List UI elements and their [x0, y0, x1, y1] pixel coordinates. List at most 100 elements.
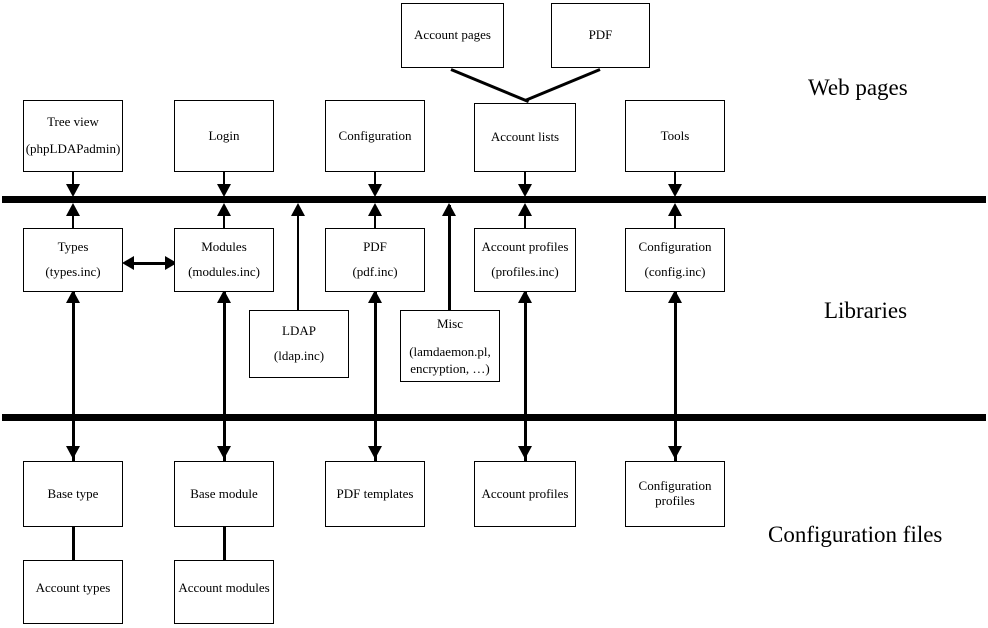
line-account-profiles-lib-up: [524, 205, 526, 229]
node-modules[interactable]: Modules (modules.inc): [174, 228, 274, 292]
line-config-to-configuration-profiles: [674, 292, 677, 470]
node-account-pages-label: Account pages: [414, 27, 491, 43]
node-pdf-top-label: PDF: [588, 27, 613, 43]
node-pdf-templates-label: PDF templates: [336, 485, 414, 501]
node-misc-sublabel-1: (lamdaemon.pl,: [409, 344, 491, 360]
connector-base-module-account-modules: [223, 527, 226, 560]
line-login-down: [223, 172, 225, 194]
node-ldap-sublabel: (ldap.inc): [273, 348, 325, 364]
bus-libraries-to-configuration: [2, 414, 986, 421]
line-configuration-lib-up: [674, 205, 676, 229]
node-misc-label: Misc: [437, 316, 463, 331]
node-account-pages[interactable]: Account pages: [401, 3, 504, 68]
arrowhead-tools-down: [668, 184, 682, 197]
connector-pdf-to-account-lists: [524, 68, 601, 102]
node-types[interactable]: Types (types.inc): [23, 228, 123, 292]
node-tools[interactable]: Tools: [625, 100, 725, 172]
arrowhead-ldap-up: [291, 203, 305, 216]
line-ldap-up: [297, 205, 299, 310]
bus-web-to-libraries: [2, 196, 986, 203]
node-account-profiles-lib-label: Account profiles: [481, 239, 569, 255]
line-pdf-to-pdf-templates: [374, 292, 377, 470]
node-account-types[interactable]: Account types: [23, 560, 123, 624]
node-account-modules-label: Account modules: [178, 580, 270, 595]
node-pdf-lib-label: PDF: [363, 239, 387, 255]
node-account-profiles-files-label: Account profiles: [481, 485, 569, 501]
arrowhead-configuration-page-down: [368, 184, 382, 197]
node-account-profiles-lib[interactable]: Account profiles (profiles.inc): [474, 228, 576, 292]
node-login[interactable]: Login: [174, 100, 274, 172]
node-configuration-profiles-label: Configuration: [638, 478, 712, 494]
arrowhead-types-up: [66, 203, 80, 216]
line-modules-up: [223, 205, 225, 229]
arrowhead-types-modules-left: [122, 256, 134, 270]
line-configuration-page-down: [374, 172, 376, 194]
line-profiles-to-account-profiles: [524, 292, 527, 470]
arrowhead-profiles-up-lower: [518, 290, 532, 303]
arrowhead-config-up-lower: [668, 290, 682, 303]
arrowhead-account-profiles-files-down: [518, 446, 532, 459]
node-configuration-lib-sublabel: (config.inc): [644, 263, 706, 279]
arrowhead-misc-up: [442, 203, 456, 216]
line-misc-up: [448, 205, 451, 310]
node-account-lists-label: Account lists: [490, 129, 560, 145]
arrowhead-base-type-down: [66, 446, 80, 459]
node-account-lists[interactable]: Account lists: [474, 103, 576, 172]
arrowhead-account-profiles-lib-up: [518, 203, 532, 216]
node-pdf-lib[interactable]: PDF (pdf.inc): [325, 228, 425, 292]
node-base-module-label: Base module: [190, 485, 258, 501]
node-modules-label: Modules: [201, 239, 247, 255]
node-modules-sublabel: (modules.inc): [188, 263, 260, 279]
node-ldap-label: LDAP: [282, 322, 316, 338]
arrowhead-modules-up-lower: [217, 290, 231, 303]
node-pdf-lib-sublabel: (pdf.inc): [352, 263, 398, 279]
node-configuration-lib-label: Configuration: [638, 239, 712, 255]
node-base-type[interactable]: Base type: [23, 461, 123, 527]
arrowhead-configuration-lib-up: [668, 203, 682, 216]
node-account-profiles-lib-sublabel: (profiles.inc): [491, 263, 559, 279]
line-types-to-base-type: [72, 292, 75, 470]
section-label-configuration-files: Configuration files: [768, 522, 943, 547]
arrowhead-account-lists-down: [518, 184, 532, 197]
node-account-modules[interactable]: Account modules: [174, 560, 274, 624]
connector-types-modules: [131, 262, 167, 265]
arrowhead-pdf-templates-down: [368, 446, 382, 459]
node-tools-label: Tools: [660, 127, 690, 143]
node-configuration-page-label: Configuration: [338, 127, 412, 143]
node-types-label: Types: [57, 239, 89, 255]
node-configuration-lib[interactable]: Configuration (config.inc): [625, 228, 725, 292]
node-types-sublabel: (types.inc): [45, 263, 101, 279]
node-pdf-templates[interactable]: PDF templates: [325, 461, 425, 527]
node-tree-view-sublabel: (phpLDAPadmin): [25, 141, 121, 156]
node-base-module[interactable]: Base module: [174, 461, 274, 527]
arrowhead-types-up-lower: [66, 290, 80, 303]
node-account-types-label: Account types: [35, 580, 111, 595]
line-pdf-lib-up: [374, 205, 376, 229]
node-account-profiles-files[interactable]: Account profiles: [474, 461, 576, 527]
arrowhead-pdf-lib-up: [368, 203, 382, 216]
arrowhead-login-down: [217, 184, 231, 197]
node-configuration-page[interactable]: Configuration: [325, 100, 425, 172]
line-account-lists-down: [524, 172, 526, 194]
node-misc-sublabel-2: encryption, …): [410, 360, 490, 376]
node-pdf-top[interactable]: PDF: [551, 3, 650, 68]
node-tree-view-label: Tree view: [47, 114, 99, 130]
node-base-type-label: Base type: [47, 485, 99, 501]
node-configuration-profiles-sublabel: profiles: [655, 493, 695, 508]
line-tree-view-down: [72, 172, 74, 194]
node-login-label: Login: [208, 127, 240, 143]
arrowhead-base-module-down: [217, 446, 231, 459]
line-tools-down: [674, 172, 676, 194]
arrowhead-modules-up: [217, 203, 231, 216]
node-misc[interactable]: Misc (lamdaemon.pl, encryption, …): [400, 310, 500, 382]
node-tree-view[interactable]: Tree view (phpLDAPadmin): [23, 100, 123, 172]
node-configuration-profiles[interactable]: Configuration profiles: [625, 461, 725, 527]
section-label-libraries: Libraries: [824, 298, 908, 323]
arrowhead-configuration-profiles-down: [668, 446, 682, 459]
connector-account-pages-to-account-lists: [450, 68, 530, 104]
node-ldap[interactable]: LDAP (ldap.inc): [249, 310, 349, 378]
line-types-up: [72, 205, 74, 229]
section-label-web-pages: Web pages: [808, 75, 908, 100]
arrowhead-pdf-up-lower: [368, 290, 382, 303]
